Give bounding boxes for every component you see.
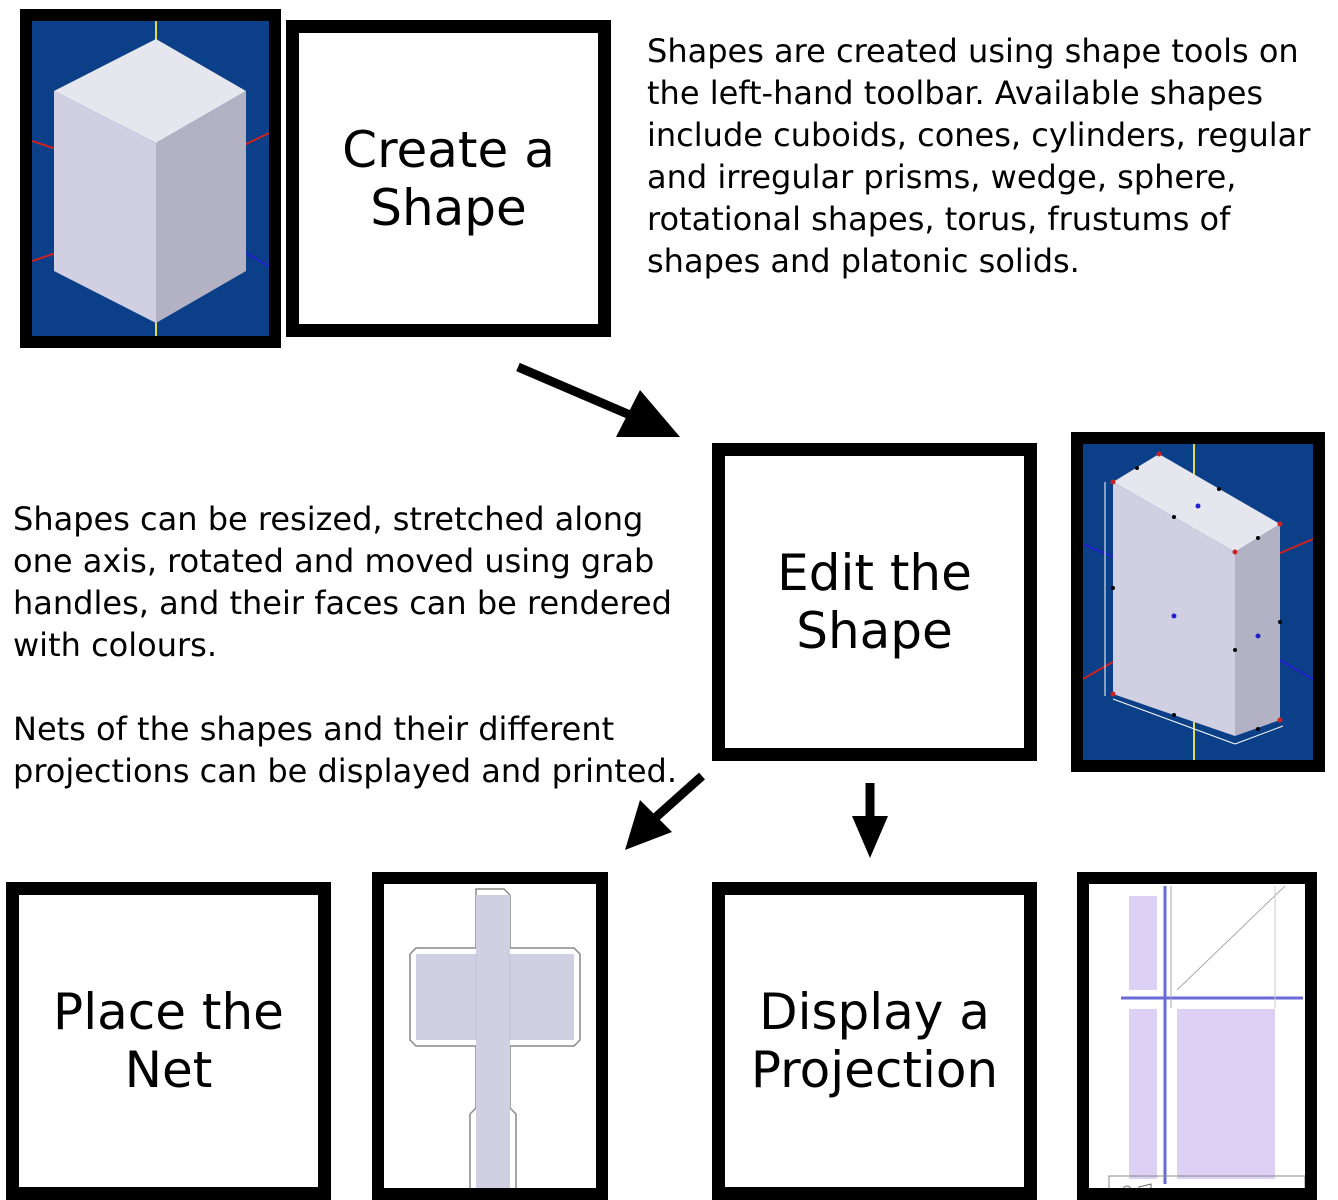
nets-description: Nets of the shapes and their different p… <box>13 710 678 790</box>
place-net-step: Place the Net <box>6 882 331 1200</box>
edit-shape-step: Edit the Shape <box>712 443 1037 761</box>
place-net-label: Place the Net <box>53 983 284 1099</box>
edit-shape-label: Edit the Shape <box>777 544 972 660</box>
projection-image <box>1077 872 1317 1200</box>
arrow-edit-to-net <box>625 772 705 850</box>
arrow-create-to-edit <box>516 362 680 437</box>
arrow-edit-to-projection <box>852 783 888 858</box>
edit-shape-image <box>1071 432 1325 772</box>
cuboid-image <box>20 9 281 348</box>
projection-label: Display a Projection <box>750 983 999 1099</box>
projection-step: Display a Projection <box>712 882 1037 1200</box>
create-description: Shapes are created using shape tools on … <box>647 32 1311 280</box>
create-shape-label: Create a Shape <box>342 120 555 237</box>
edit-description: Shapes can be resized, stretched along o… <box>13 500 672 664</box>
create-shape-step: Create a Shape <box>286 20 611 337</box>
net-image <box>372 872 608 1200</box>
